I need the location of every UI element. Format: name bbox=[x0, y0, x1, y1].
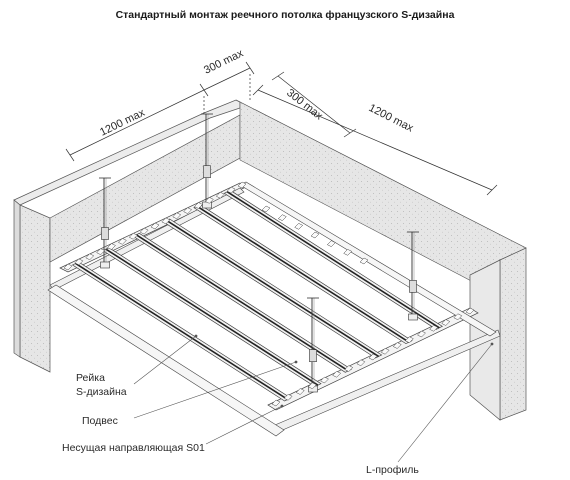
rail-clip bbox=[453, 313, 463, 321]
rail-clip bbox=[107, 243, 116, 250]
rail-clip bbox=[96, 248, 106, 255]
callout-leaders bbox=[133, 335, 493, 463]
left-wall-face bbox=[19, 204, 51, 373]
rail-clip bbox=[277, 214, 287, 221]
dim-label-top-300: 300 max bbox=[202, 47, 246, 76]
rail-clip bbox=[368, 353, 378, 361]
rail-clip bbox=[194, 202, 203, 209]
rail-clip bbox=[326, 240, 336, 247]
rail-clip bbox=[343, 249, 353, 256]
rail-clip bbox=[429, 324, 439, 332]
diagram-title: Стандартный монтаж реечного потолка фран… bbox=[115, 9, 455, 21]
rail-clip bbox=[150, 222, 160, 230]
hanger-rod bbox=[307, 297, 319, 393]
rail-clip bbox=[85, 253, 95, 261]
rail-clip bbox=[294, 223, 304, 230]
label-slat-line2: S-дизайна bbox=[76, 386, 127, 398]
dim-label-right-1200: 1200 max bbox=[367, 102, 416, 135]
dim-label-left-1200: 1200 max bbox=[98, 107, 147, 139]
label-l-profile: L-профиль bbox=[366, 464, 419, 476]
rail-clip bbox=[392, 342, 402, 349]
slats bbox=[71, 189, 443, 402]
rail-clip bbox=[128, 232, 138, 240]
dim-right-1200 bbox=[257, 89, 493, 191]
rail-clip bbox=[359, 257, 369, 265]
dim-top-300 bbox=[203, 67, 251, 91]
label-slat-line1: Рейка bbox=[76, 372, 105, 384]
rail-clip bbox=[117, 238, 127, 245]
rail-clip bbox=[74, 258, 84, 266]
rail-clip bbox=[161, 217, 171, 225]
hanger-rod bbox=[407, 231, 419, 321]
rail-clip bbox=[356, 359, 366, 367]
dim-left-1200 bbox=[69, 89, 205, 156]
label-carrier: Несущая направляющая S01 bbox=[62, 442, 205, 454]
hangers bbox=[99, 113, 419, 393]
hanger-rod bbox=[201, 113, 213, 209]
dim-mid-300 bbox=[277, 75, 351, 134]
left-edge-profile bbox=[47, 284, 285, 437]
rail-clip bbox=[417, 330, 426, 338]
rail-clip bbox=[320, 376, 329, 384]
hanger-rod bbox=[99, 177, 111, 269]
rail-clip bbox=[172, 212, 182, 220]
rail-clip bbox=[344, 365, 354, 372]
label-hanger: Подвес bbox=[82, 415, 118, 427]
rail-clip bbox=[441, 319, 451, 326]
wall-structure bbox=[13, 99, 527, 421]
rail-clip bbox=[139, 227, 149, 235]
rail-clip bbox=[237, 181, 247, 189]
rail-clip bbox=[465, 307, 475, 315]
dimension-lines bbox=[65, 61, 498, 196]
rail-clip bbox=[271, 399, 281, 407]
rail-clip bbox=[332, 370, 342, 378]
rail-clip bbox=[183, 207, 193, 214]
rail-clip bbox=[404, 336, 414, 344]
slat bbox=[102, 247, 322, 388]
rail-clip bbox=[261, 205, 271, 213]
rail-clip bbox=[307, 382, 317, 390]
rail-clip bbox=[63, 263, 73, 271]
dim-label-mid-300: 300 max bbox=[284, 87, 325, 123]
rail-clip bbox=[380, 347, 390, 355]
left-wall-side bbox=[13, 199, 21, 358]
rail-clip bbox=[283, 393, 293, 401]
rail-clip bbox=[215, 191, 225, 199]
rail-clip bbox=[310, 231, 320, 239]
right-wall-face bbox=[499, 247, 527, 421]
rail-clip bbox=[226, 186, 236, 194]
callout-labels: Рейка S-дизайна Подвес Несущая направляю… bbox=[62, 372, 419, 476]
rail-clips bbox=[63, 181, 475, 407]
rail-clip bbox=[204, 197, 214, 204]
callout-dots bbox=[194, 334, 494, 408]
rail-clip bbox=[295, 388, 305, 395]
